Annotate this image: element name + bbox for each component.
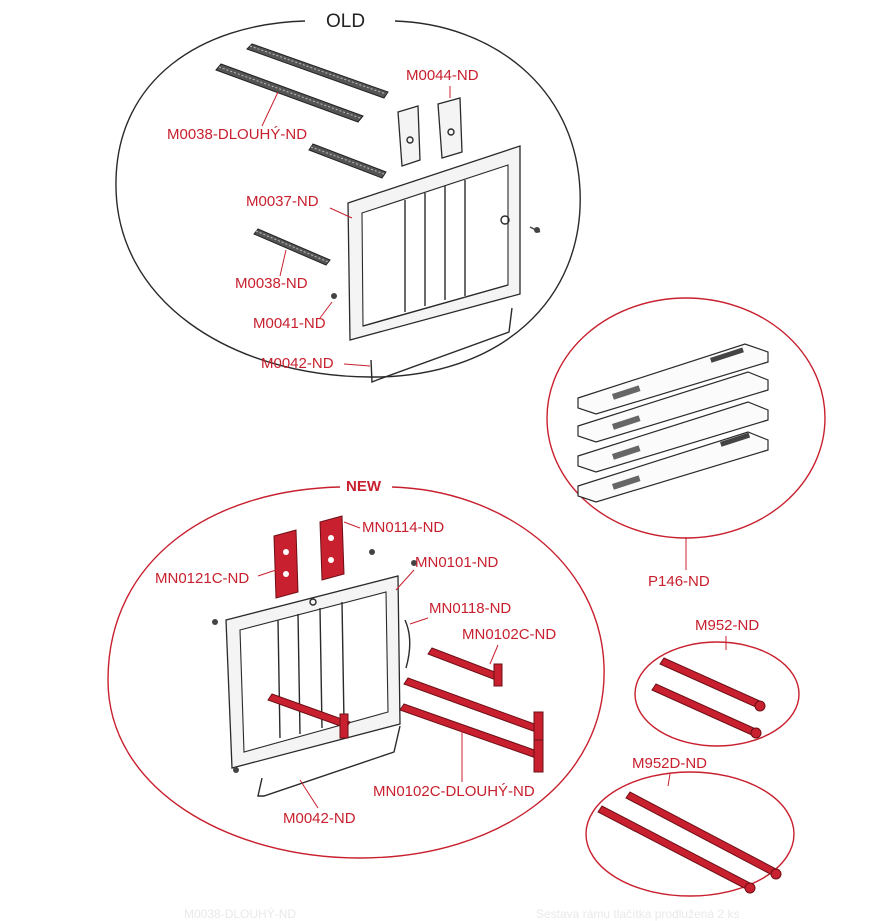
m952-section: M952-ND <box>634 617 800 747</box>
label-mn0118: MN0118-ND <box>429 600 511 617</box>
m952d-section: M952D-ND <box>585 755 795 897</box>
label-m952d: M952D-ND <box>632 755 707 772</box>
old-group-ellipse <box>115 20 581 378</box>
old-long-rods <box>215 43 389 123</box>
old-clip-pair <box>397 97 463 167</box>
old-wire <box>370 307 513 384</box>
old-section: OLD <box>115 11 581 384</box>
new-section: NEW <box>107 478 605 859</box>
new-red-plates <box>273 515 345 599</box>
label-mn0121c: MN0121C-ND <box>155 570 249 587</box>
label-m0044: M0044-ND <box>406 67 479 84</box>
label-mn0102c-dlouhy: MN0102C-DLOUHÝ-ND <box>373 783 535 800</box>
new-wire <box>257 725 401 797</box>
new-red-rod-mn0102c <box>427 647 503 687</box>
new-red-rods-long <box>399 677 544 773</box>
footer-left: M0038-DLOUHÝ-ND <box>184 906 296 921</box>
old-screws <box>331 226 541 299</box>
label-m0042-new: M0042-ND <box>283 810 356 827</box>
label-p146: P146-ND <box>648 573 710 590</box>
label-m0038: M0038-ND <box>235 275 308 292</box>
old-frame <box>347 145 521 341</box>
label-mn0114: MN0114-ND <box>362 519 444 536</box>
label-m0042-old: M0042-ND <box>261 355 334 372</box>
m952d-rods <box>597 791 782 894</box>
m952-rods <box>651 657 766 739</box>
new-frame <box>212 549 417 773</box>
label-mn0102c: MN0102C-ND <box>462 626 556 643</box>
p146-section: P146-ND <box>546 297 826 590</box>
new-section-title: NEW <box>346 478 382 495</box>
label-m0037: M0037-ND <box>246 193 319 210</box>
new-group-ellipse <box>107 486 605 859</box>
p146-group-ellipse <box>546 297 826 539</box>
p146-strips <box>577 343 769 503</box>
old-section-title: OLD <box>326 11 365 32</box>
m952-group-ellipse <box>634 641 800 747</box>
old-short-rod-upper <box>308 143 387 179</box>
new-side-hook <box>404 619 411 669</box>
m952d-group-ellipse <box>585 771 795 897</box>
old-short-rod-lower <box>253 228 331 266</box>
new-red-rod-short-frame <box>267 693 351 739</box>
label-m0038-dlouhy: M0038-DLOUHÝ-ND <box>167 126 307 143</box>
label-m0041: M0041-ND <box>253 315 326 332</box>
footer-right: Sestava rámu tlačítka prodlužená 2 ks <box>536 907 739 921</box>
label-mn0101: MN0101-ND <box>415 554 499 571</box>
label-m952: M952-ND <box>695 617 759 634</box>
